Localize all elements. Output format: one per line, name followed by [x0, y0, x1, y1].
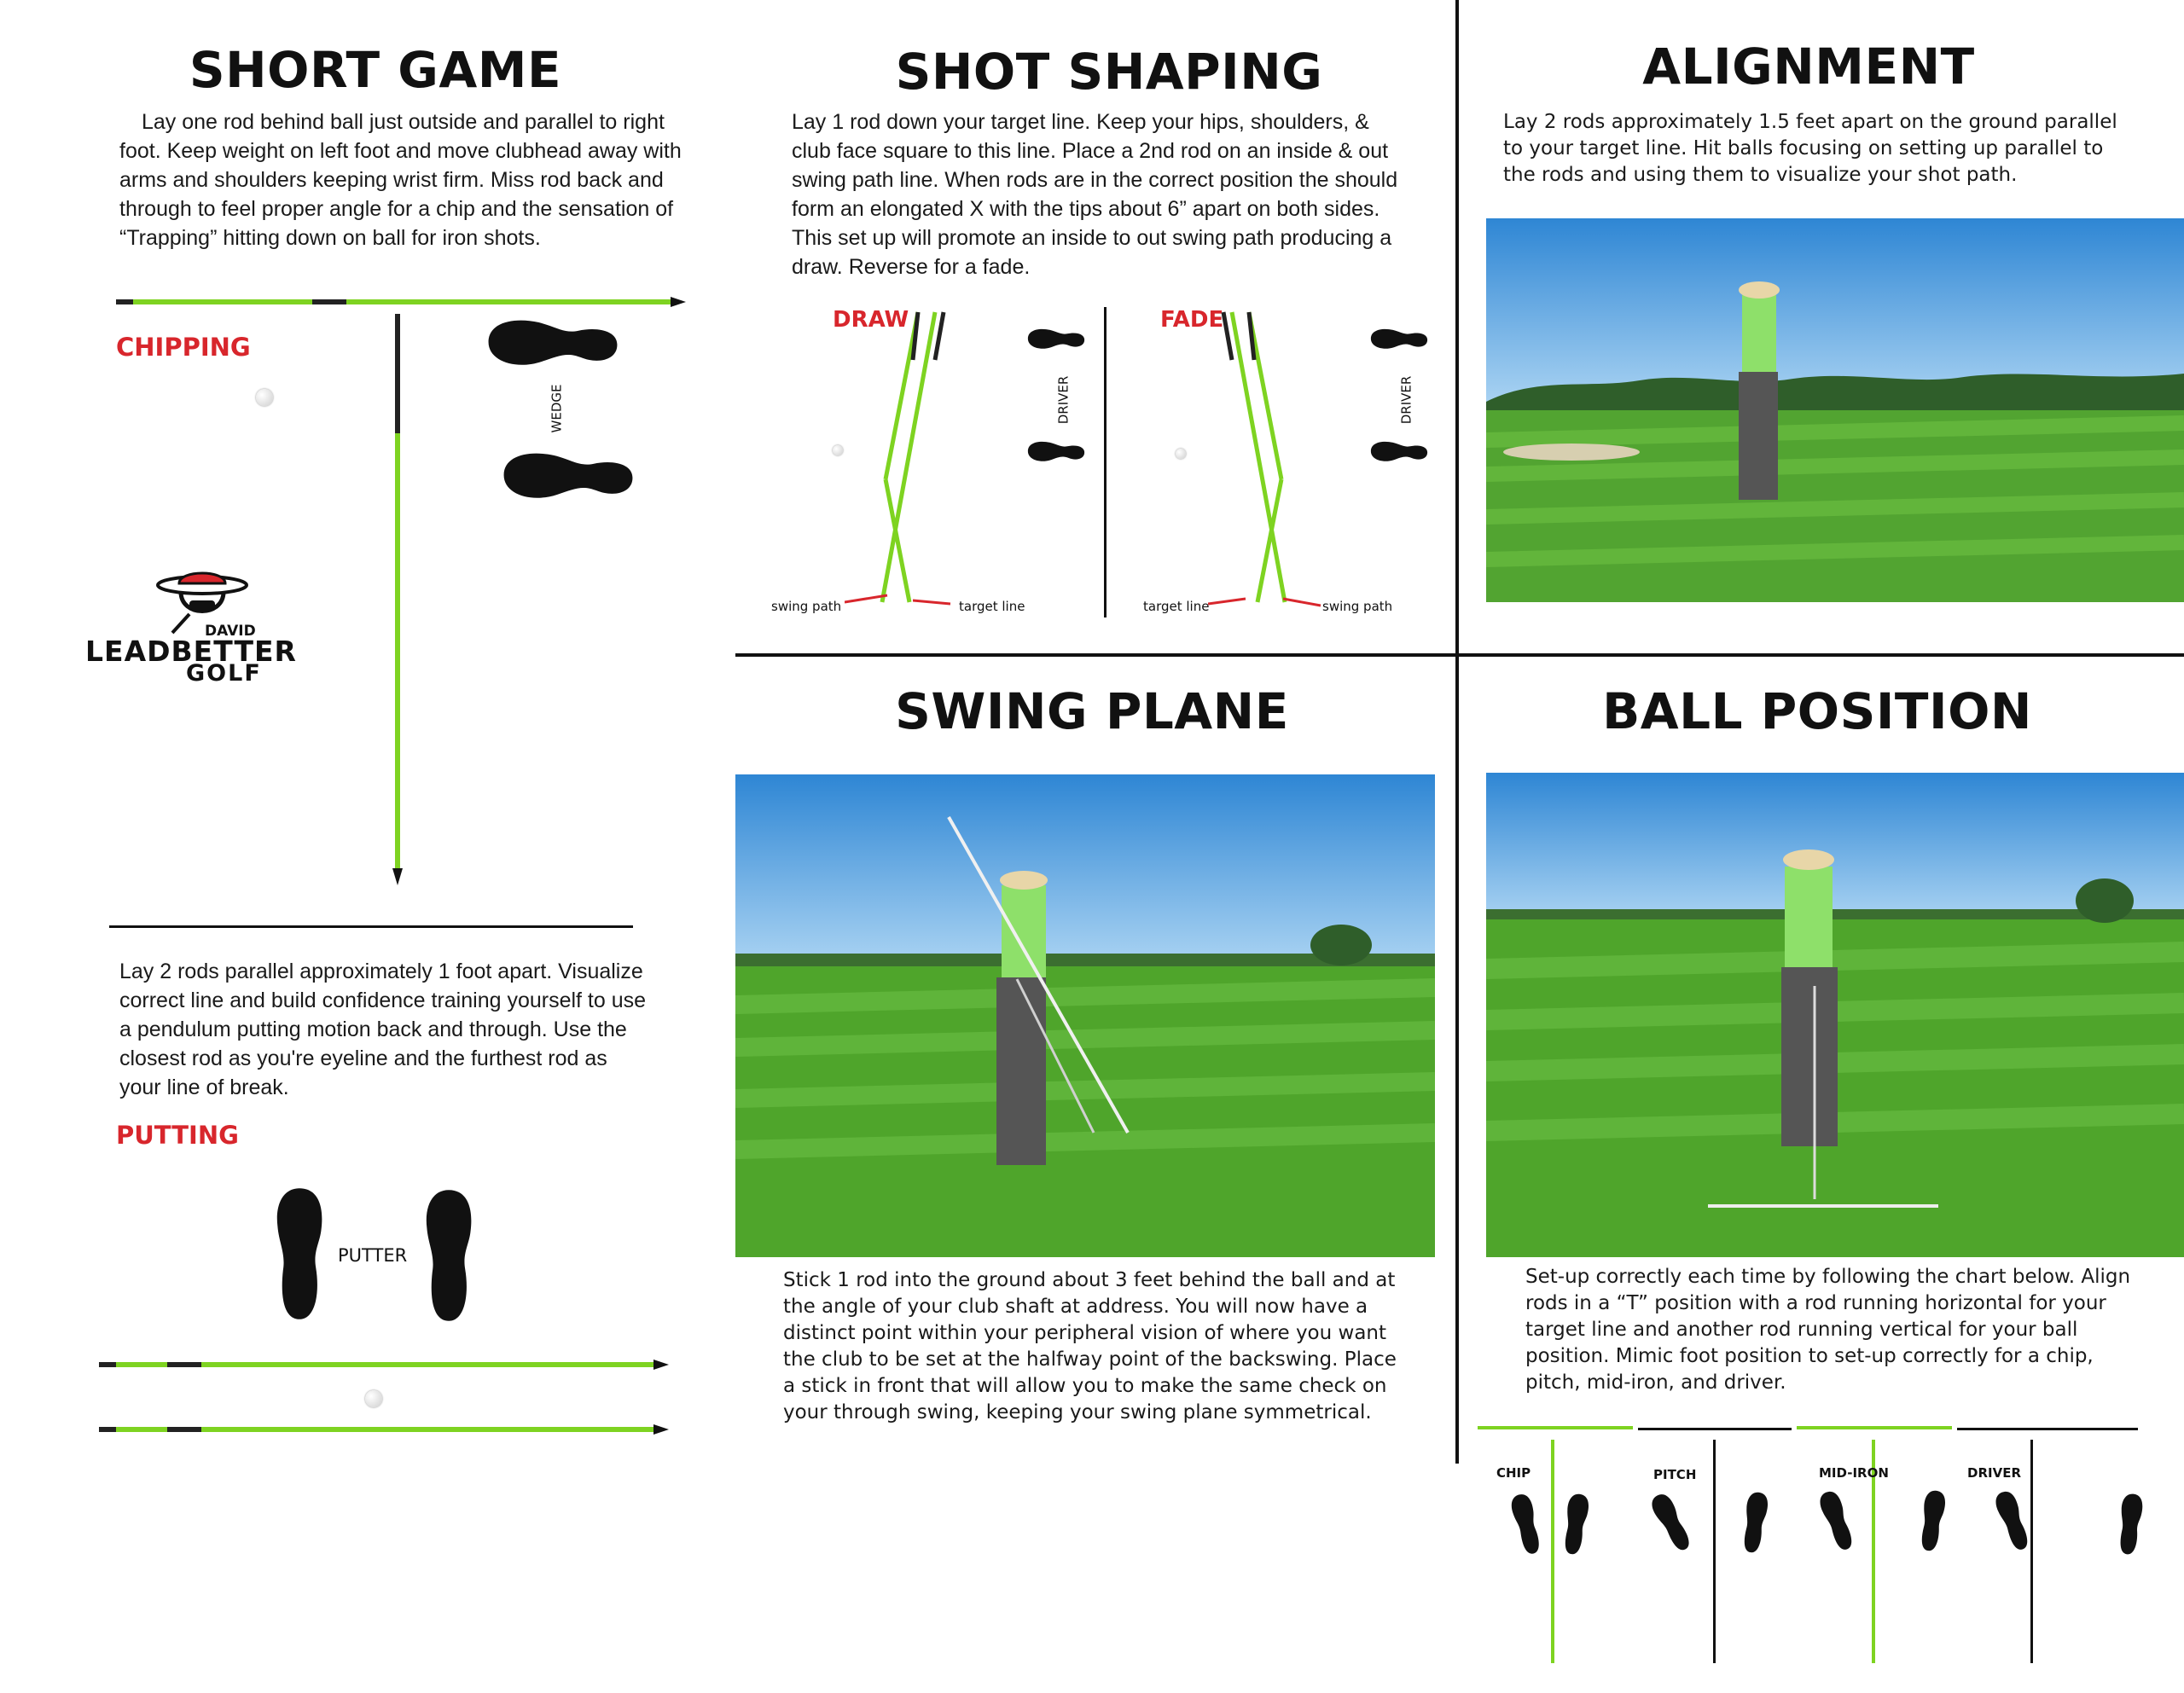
chart-rod-top-4	[1957, 1428, 2138, 1430]
draw-ball	[833, 445, 843, 455]
mid-iron-right-foot-icon	[1914, 1487, 1951, 1554]
draw-label: DRAW	[833, 307, 909, 333]
chart-rod-top-2	[1638, 1428, 1792, 1430]
ball-position-title: BALL POSITION	[1602, 682, 2032, 740]
short-game-title: SHORT GAME	[189, 41, 562, 99]
chipping-ball	[256, 389, 273, 406]
short-game-divider	[109, 925, 633, 928]
putter-left-foot-icon	[271, 1186, 328, 1322]
putter-label: PUTTER	[338, 1245, 408, 1266]
fade-swing-path-label: swing path	[1322, 599, 1393, 614]
fade-target-line-mark	[1208, 597, 1246, 606]
driver-right-foot-icon	[2112, 1491, 2148, 1557]
fade-label: FADE	[1160, 307, 1224, 333]
golfer-hat-logo-icon	[156, 571, 248, 635]
swing-plane-text: Stick 1 rod into the ground about 3 feet…	[783, 1269, 1397, 1423]
shot-shaping-text: Lay 1 rod down your target line. Keep yo…	[792, 110, 1398, 279]
chart-rod-vert-1	[1551, 1440, 1554, 1663]
ball-position-text: Set-up correctly each time by following …	[1525, 1266, 2131, 1394]
chip-label: CHIP	[1496, 1465, 1531, 1481]
pitch-right-foot-icon	[1736, 1489, 1774, 1556]
putting-label: PUTTING	[116, 1121, 239, 1150]
draw-target-line-label: target line	[959, 599, 1025, 614]
swing-plane-title: SWING PLANE	[895, 682, 1289, 740]
draw-driver-label: DRIVER	[1055, 375, 1072, 425]
fade-swing-path-mark	[1283, 597, 1321, 607]
ball-position-photo	[1486, 773, 2184, 1257]
mid-iron-left-foot-icon	[1812, 1486, 1861, 1555]
alignment-photo	[1486, 218, 2184, 602]
draw-lead-foot-icon	[1025, 324, 1087, 353]
chart-rod-vert-2	[1713, 1440, 1716, 1663]
ball-position-chart: CHIP PITCH MID-IRON DRIVER	[1474, 1424, 2184, 1693]
wedge-left-foot-icon	[483, 314, 623, 370]
draw-rods-x	[880, 311, 946, 603]
chipping-label: CHIPPING	[116, 333, 251, 362]
chip-right-foot-icon	[1557, 1491, 1594, 1557]
putting-far-rod	[99, 1360, 669, 1370]
chip-left-foot-icon	[1505, 1490, 1548, 1558]
fade-lead-foot-icon	[1368, 324, 1430, 353]
putting-near-rod	[99, 1424, 669, 1435]
logo-david: DAVID	[205, 623, 256, 640]
draw-swing-path-label: swing path	[771, 599, 842, 614]
wedge-right-foot-icon	[498, 444, 638, 507]
draw-target-line-mark	[913, 599, 951, 606]
draw-swing-path-line	[845, 594, 888, 604]
alignment-text: Lay 2 rods approximately 1.5 feet apart …	[1503, 111, 2117, 186]
mid-iron-label: MID-IRON	[1819, 1465, 1889, 1481]
fade-driver-label: DRIVER	[1398, 375, 1414, 425]
draw-fade-divider	[1104, 307, 1107, 617]
pitch-left-foot-icon	[1644, 1487, 1699, 1557]
putter-right-foot-icon	[418, 1187, 479, 1324]
driver-label: DRIVER	[1967, 1465, 2021, 1481]
shot-shaping-title: SHOT SHAPING	[895, 43, 1323, 101]
fade-trail-foot-icon	[1368, 437, 1430, 466]
logo-golf: GOLF	[186, 660, 262, 687]
vertical-divider-right	[1455, 0, 1459, 1464]
fade-ball	[1176, 449, 1186, 459]
leadbetter-logo: DAVID LEADBETTER GOLF	[85, 566, 341, 687]
chipping-vertical-rod	[392, 314, 403, 885]
alignment-title: ALIGNMENT	[1642, 38, 1975, 96]
draw-trail-foot-icon	[1025, 437, 1087, 466]
wedge-label: WEDGE	[549, 384, 565, 433]
chipping-horizontal-rod	[116, 297, 686, 307]
horizontal-divider-middle	[735, 653, 2184, 657]
logo-leadbetter: LEADBETTER	[85, 635, 297, 668]
putting-ball	[365, 1390, 382, 1407]
fade-rods-x	[1221, 311, 1287, 603]
swing-plane-photo	[735, 774, 1435, 1257]
pitch-label: PITCH	[1653, 1467, 1697, 1482]
chart-rod-top-1	[1478, 1426, 1633, 1429]
fade-target-line-label: target line	[1143, 599, 1210, 614]
chart-rod-vert-3	[1872, 1440, 1875, 1663]
putting-text: Lay 2 rods parallel approximately 1 foot…	[119, 960, 647, 1099]
chart-rod-vert-4	[2030, 1440, 2033, 1663]
short-game-text: Lay one rod behind ball just outside and…	[119, 110, 682, 250]
chart-rod-top-3	[1797, 1426, 1952, 1429]
